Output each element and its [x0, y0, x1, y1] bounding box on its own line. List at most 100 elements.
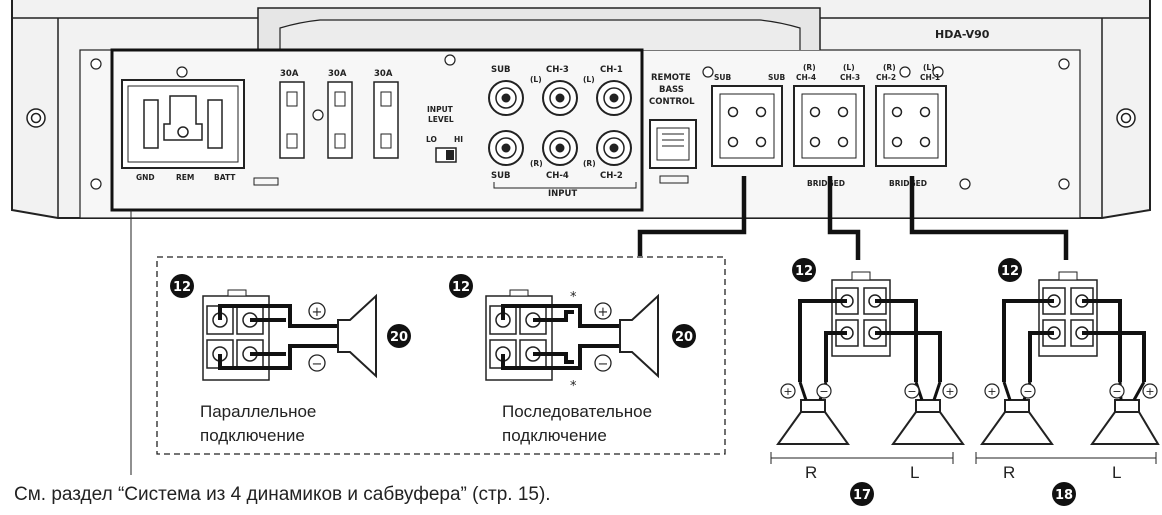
front-l-label: L: [910, 463, 919, 482]
rca-top-ch3: CH-3: [546, 65, 569, 75]
rem-label: REM: [176, 173, 194, 182]
svg-text:(L): (L): [583, 75, 595, 84]
fuse-1: 30A: [279, 69, 305, 159]
terminal-ch1-ch2: [875, 85, 947, 167]
series-caption-2: подключение: [502, 426, 607, 445]
svg-text:17: 17: [853, 488, 871, 503]
svg-text:12: 12: [795, 264, 813, 279]
svg-text:−: −: [312, 357, 323, 372]
woofer-speaker: [337, 293, 377, 379]
asterisk-bottom: *: [570, 379, 577, 394]
plus-sign: +: [942, 383, 958, 399]
svg-text:SUB: SUB: [714, 73, 731, 82]
svg-text:−: −: [1112, 385, 1121, 398]
svg-text:20: 20: [390, 330, 408, 345]
rear-r-label: R: [1003, 463, 1015, 482]
rca-top-sub: SUB: [491, 65, 511, 75]
badge-pair-front: 17: [850, 482, 874, 506]
svg-text:12: 12: [452, 280, 470, 295]
parallel-caption-1: Параллельное: [200, 402, 316, 421]
svg-text:CH-4: CH-4: [796, 73, 816, 82]
svg-text:LEVEL: LEVEL: [428, 115, 454, 124]
speaker-right-rear: [1090, 381, 1160, 445]
front-r-label: R: [805, 463, 817, 482]
gnd-label: GND: [136, 173, 155, 182]
svg-text:30A: 30A: [280, 69, 299, 79]
terminal-sub: [711, 85, 783, 167]
svg-text:−: −: [598, 357, 609, 372]
svg-text:(R): (R): [530, 159, 543, 168]
badge-woofer: 20: [387, 324, 411, 348]
svg-text:CH-3: CH-3: [840, 73, 860, 82]
output-wires: [637, 176, 1069, 260]
bridged-label-1: BRIDGED: [807, 179, 845, 188]
minus-sign: −: [816, 383, 832, 399]
series-caption-1: Последовательное: [502, 402, 652, 421]
side-screw-left: [26, 108, 46, 128]
model-label: HDA-V90: [935, 28, 990, 41]
svg-text:+: +: [598, 305, 609, 320]
badge-connector: 12: [170, 274, 194, 298]
badge-pair-rear: 18: [1052, 482, 1076, 506]
panel-screws: [90, 54, 1070, 190]
bridged-label-2: BRIDGED: [889, 179, 927, 188]
badge-woofer: 20: [672, 324, 696, 348]
svg-text:18: 18: [1055, 488, 1073, 503]
rca-bottom-ch2: CH-2: [600, 171, 623, 181]
svg-text:+: +: [1145, 385, 1154, 398]
svg-text:+: +: [945, 385, 954, 398]
plus-sign: +: [1142, 383, 1158, 399]
svg-text:30A: 30A: [328, 69, 347, 79]
svg-text:−: −: [907, 385, 916, 398]
asterisk-top: *: [570, 290, 577, 305]
svg-text:+: +: [783, 385, 792, 398]
plus-sign: +: [308, 302, 326, 320]
rca-top-ch1: CH-1: [600, 65, 623, 75]
svg-text:(L): (L): [530, 75, 542, 84]
badge-connector: 12: [998, 258, 1022, 282]
minus-sign: −: [1109, 383, 1125, 399]
rear-speaker-pair: 12 + − −: [975, 258, 1160, 506]
svg-text:BASS: BASS: [659, 85, 684, 95]
svg-text:12: 12: [1001, 264, 1019, 279]
rca-inputs: SUB CH-3 CH-1 (L) (L) (R) (R) SUB CH-4 C…: [488, 65, 637, 199]
rear-l-label: L: [1112, 463, 1121, 482]
rca-bottom-ch4: CH-4: [546, 171, 569, 181]
svg-text:HI: HI: [454, 135, 463, 144]
input-level-switch: INPUT LEVEL LO HI: [426, 105, 463, 163]
power-terminal: GND REM BATT: [121, 79, 279, 186]
svg-text:+: +: [987, 385, 996, 398]
svg-text:SUB: SUB: [768, 73, 785, 82]
plus-sign: +: [780, 383, 796, 399]
side-screw-right: [1116, 108, 1136, 128]
minus-sign: −: [308, 354, 326, 372]
minus-sign: −: [904, 383, 920, 399]
parallel-connection: 12 + − 20 Параллельно: [170, 274, 411, 445]
svg-text:CH-1: CH-1: [920, 73, 940, 82]
svg-text:20: 20: [675, 330, 693, 345]
svg-text:+: +: [312, 305, 323, 320]
svg-text:(L): (L): [843, 63, 855, 72]
svg-text:30A: 30A: [374, 69, 393, 79]
svg-text:REMOTE: REMOTE: [651, 73, 691, 83]
rca-group-label: INPUT: [548, 189, 577, 199]
svg-text:12: 12: [173, 280, 191, 295]
speaker-right-front: [891, 381, 965, 445]
subwoofer-box: [156, 256, 726, 455]
parallel-caption-2: подключение: [200, 426, 305, 445]
highlight-box: [110, 48, 644, 212]
badge-connector: 12: [449, 274, 473, 298]
woofer-speaker: [619, 293, 659, 379]
speaker-left-front: [776, 381, 850, 445]
svg-text:CONTROL: CONTROL: [649, 97, 695, 107]
fuse-3: 30A: [373, 69, 399, 159]
badge-connector: 12: [792, 258, 816, 282]
batt-label: BATT: [214, 173, 236, 182]
front-speaker-pair: 12 + − −: [770, 258, 965, 506]
speaker-output-terminals: SUB SUB (R) CH-4 (L) CH-3 (R) CH-2 (L) C…: [711, 63, 947, 188]
svg-text:−: −: [1023, 385, 1032, 398]
svg-text:(R): (R): [583, 159, 596, 168]
svg-text:−: −: [819, 385, 828, 398]
